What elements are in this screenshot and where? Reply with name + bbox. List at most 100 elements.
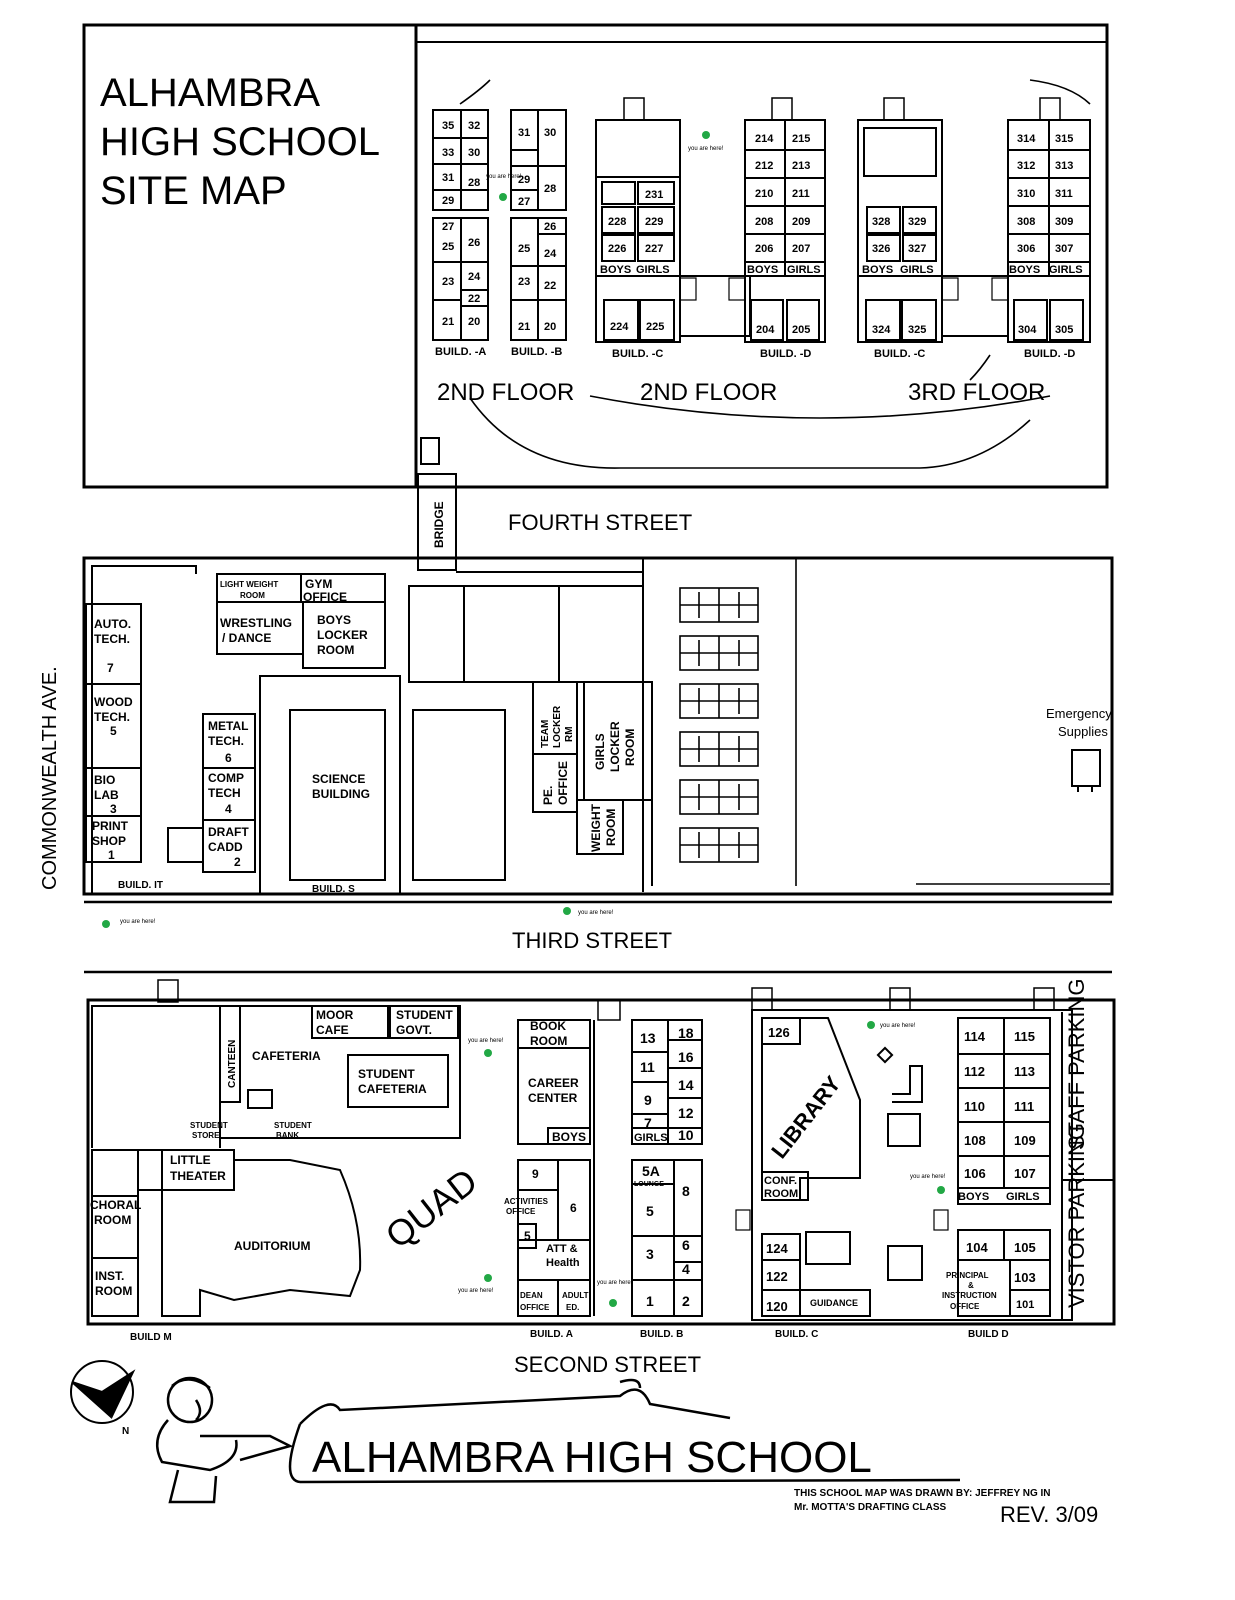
svg-text:INST.: INST. (95, 1269, 124, 1283)
svg-text:BUILD. -B: BUILD. -B (511, 346, 562, 358)
svg-text:THEATER: THEATER (170, 1169, 226, 1183)
map-title: ALHAMBRA HIGH SCHOOL SITE MAP (100, 71, 380, 213)
svg-text:CONF.: CONF. (764, 1175, 797, 1187)
svg-text:GOVT.: GOVT. (396, 1023, 432, 1037)
svg-text:215: 215 (792, 133, 810, 145)
svg-text:103: 103 (1014, 1270, 1036, 1285)
svg-text:35: 35 (442, 120, 454, 132)
svg-text:8: 8 (682, 1183, 690, 1199)
svg-text:306: 306 (1017, 243, 1035, 255)
svg-text:BUILD. -D: BUILD. -D (1024, 348, 1075, 360)
svg-text:ROOM: ROOM (530, 1034, 567, 1048)
svg-text:120: 120 (766, 1299, 788, 1314)
svg-text:ED.: ED. (566, 1303, 579, 1312)
svg-text:CANTEEN: CANTEEN (227, 1040, 238, 1088)
svg-text:LIBRARY: LIBRARY (766, 1071, 846, 1163)
building-c2-room-labels: 231 228 229 226 227 BOYS GIRLS 224 225 B… (600, 189, 670, 360)
svg-text:23: 23 (442, 276, 454, 288)
svg-text:30: 30 (468, 147, 480, 159)
building-d3-room-labels: 314 315 312 313 310 311 308 309 306 307 … (1009, 133, 1083, 360)
building-a (517, 999, 621, 1317)
svg-text:206: 206 (755, 243, 773, 255)
svg-text:CAFE: CAFE (316, 1023, 349, 1037)
you-are-here-dot (563, 907, 571, 915)
building-c-third-floor (857, 97, 1009, 343)
building-c-labels: 126 LIBRARY CONF. ROOM 124 122 120 GUIDA… (764, 1025, 858, 1340)
svg-text:3RD FLOOR: 3RD FLOOR (908, 379, 1045, 406)
svg-text:OFFICE: OFFICE (556, 761, 570, 805)
school-banner (288, 1378, 961, 1484)
svg-text:LOCKER: LOCKER (317, 628, 368, 642)
svg-text:INSTRUCTION: INSTRUCTION (942, 1291, 997, 1300)
svg-text:214: 214 (755, 133, 774, 145)
svg-text:BOYS: BOYS (862, 264, 893, 276)
you-are-here-label: you are here! (910, 1174, 946, 1180)
svg-text:1: 1 (108, 848, 115, 862)
svg-text:Health: Health (546, 1257, 580, 1269)
svg-text:24: 24 (544, 248, 557, 260)
svg-text:PE.: PE. (541, 786, 555, 805)
third-street-label: THIRD STREET (512, 928, 672, 953)
svg-text:21: 21 (442, 316, 454, 328)
svg-text:111: 111 (1014, 1099, 1034, 1114)
svg-text:ROOM: ROOM (604, 809, 618, 846)
building-d-third-floor (991, 97, 1091, 343)
svg-text:6: 6 (682, 1237, 690, 1253)
svg-text:ROOM: ROOM (623, 729, 637, 766)
svg-text:18: 18 (678, 1025, 694, 1041)
svg-text:5: 5 (524, 1229, 531, 1243)
svg-text:107: 107 (1014, 1166, 1036, 1181)
svg-text:GIRLS: GIRLS (1049, 264, 1083, 276)
svg-text:208: 208 (755, 216, 773, 228)
fourth-street-label: FOURTH STREET (508, 510, 692, 535)
you-are-here-label: you are here! (468, 1038, 504, 1044)
svg-text:STUDENT: STUDENT (274, 1121, 312, 1130)
building-it (85, 565, 401, 894)
you-are-here-label: you are here! (688, 146, 724, 152)
svg-text:GIRLS: GIRLS (787, 264, 821, 276)
svg-text:PRINT: PRINT (92, 819, 129, 833)
quad-label: QUAD (378, 1160, 485, 1256)
svg-text:PRINCIPAL: PRINCIPAL (946, 1271, 989, 1280)
svg-text:TECH.: TECH. (94, 710, 130, 724)
building-b (631, 1019, 703, 1317)
you-are-here-dot (609, 1299, 617, 1307)
svg-text:2: 2 (234, 855, 241, 869)
svg-text:CAFETERIA: CAFETERIA (358, 1082, 427, 1096)
svg-text:ALHAMBRA: ALHAMBRA (100, 71, 320, 115)
svg-text:212: 212 (755, 160, 773, 172)
svg-text:DEAN: DEAN (520, 1291, 543, 1300)
svg-text:315: 315 (1055, 133, 1073, 145)
svg-text:27: 27 (518, 196, 530, 208)
svg-text:METAL: METAL (208, 719, 248, 733)
you-are-here-dot (499, 193, 507, 201)
svg-text:113: 113 (1014, 1064, 1035, 1079)
svg-text:GIRLS: GIRLS (636, 264, 670, 276)
svg-text:STUDENT: STUDENT (396, 1008, 453, 1022)
you-are-here-dot (937, 1186, 945, 1194)
svg-text:VISTOR PARKING: VISTOR PARKING (1064, 1123, 1089, 1308)
svg-text:TECH: TECH (208, 786, 241, 800)
tennis-courts (679, 558, 1110, 886)
svg-text:32: 32 (468, 120, 480, 132)
bridge (417, 437, 457, 571)
svg-text:29: 29 (442, 195, 454, 207)
svg-text:STORE: STORE (192, 1131, 220, 1140)
svg-text:AUTO.: AUTO. (94, 617, 131, 631)
svg-text:307: 307 (1055, 243, 1073, 255)
svg-text:6: 6 (225, 751, 232, 765)
svg-text:WEIGHT: WEIGHT (589, 803, 603, 852)
bridge-label: BRIDGE (432, 501, 446, 548)
svg-text:ROOM: ROOM (317, 643, 354, 657)
svg-text:324: 324 (872, 324, 891, 336)
svg-text:BIO: BIO (94, 773, 115, 787)
building-a-second-floor (432, 109, 489, 341)
svg-text:228: 228 (608, 216, 626, 228)
svg-text:OFFICE: OFFICE (520, 1303, 550, 1312)
building-m-labels: MOOR CAFE STUDENT GOVT. CAFETERIA CANTEE… (90, 1008, 453, 1343)
svg-text:TEAM: TEAM (540, 720, 551, 748)
svg-text:2: 2 (682, 1293, 690, 1309)
svg-text:TECH.: TECH. (208, 734, 244, 748)
svg-text:226: 226 (608, 243, 626, 255)
svg-text:LAB: LAB (94, 788, 119, 802)
